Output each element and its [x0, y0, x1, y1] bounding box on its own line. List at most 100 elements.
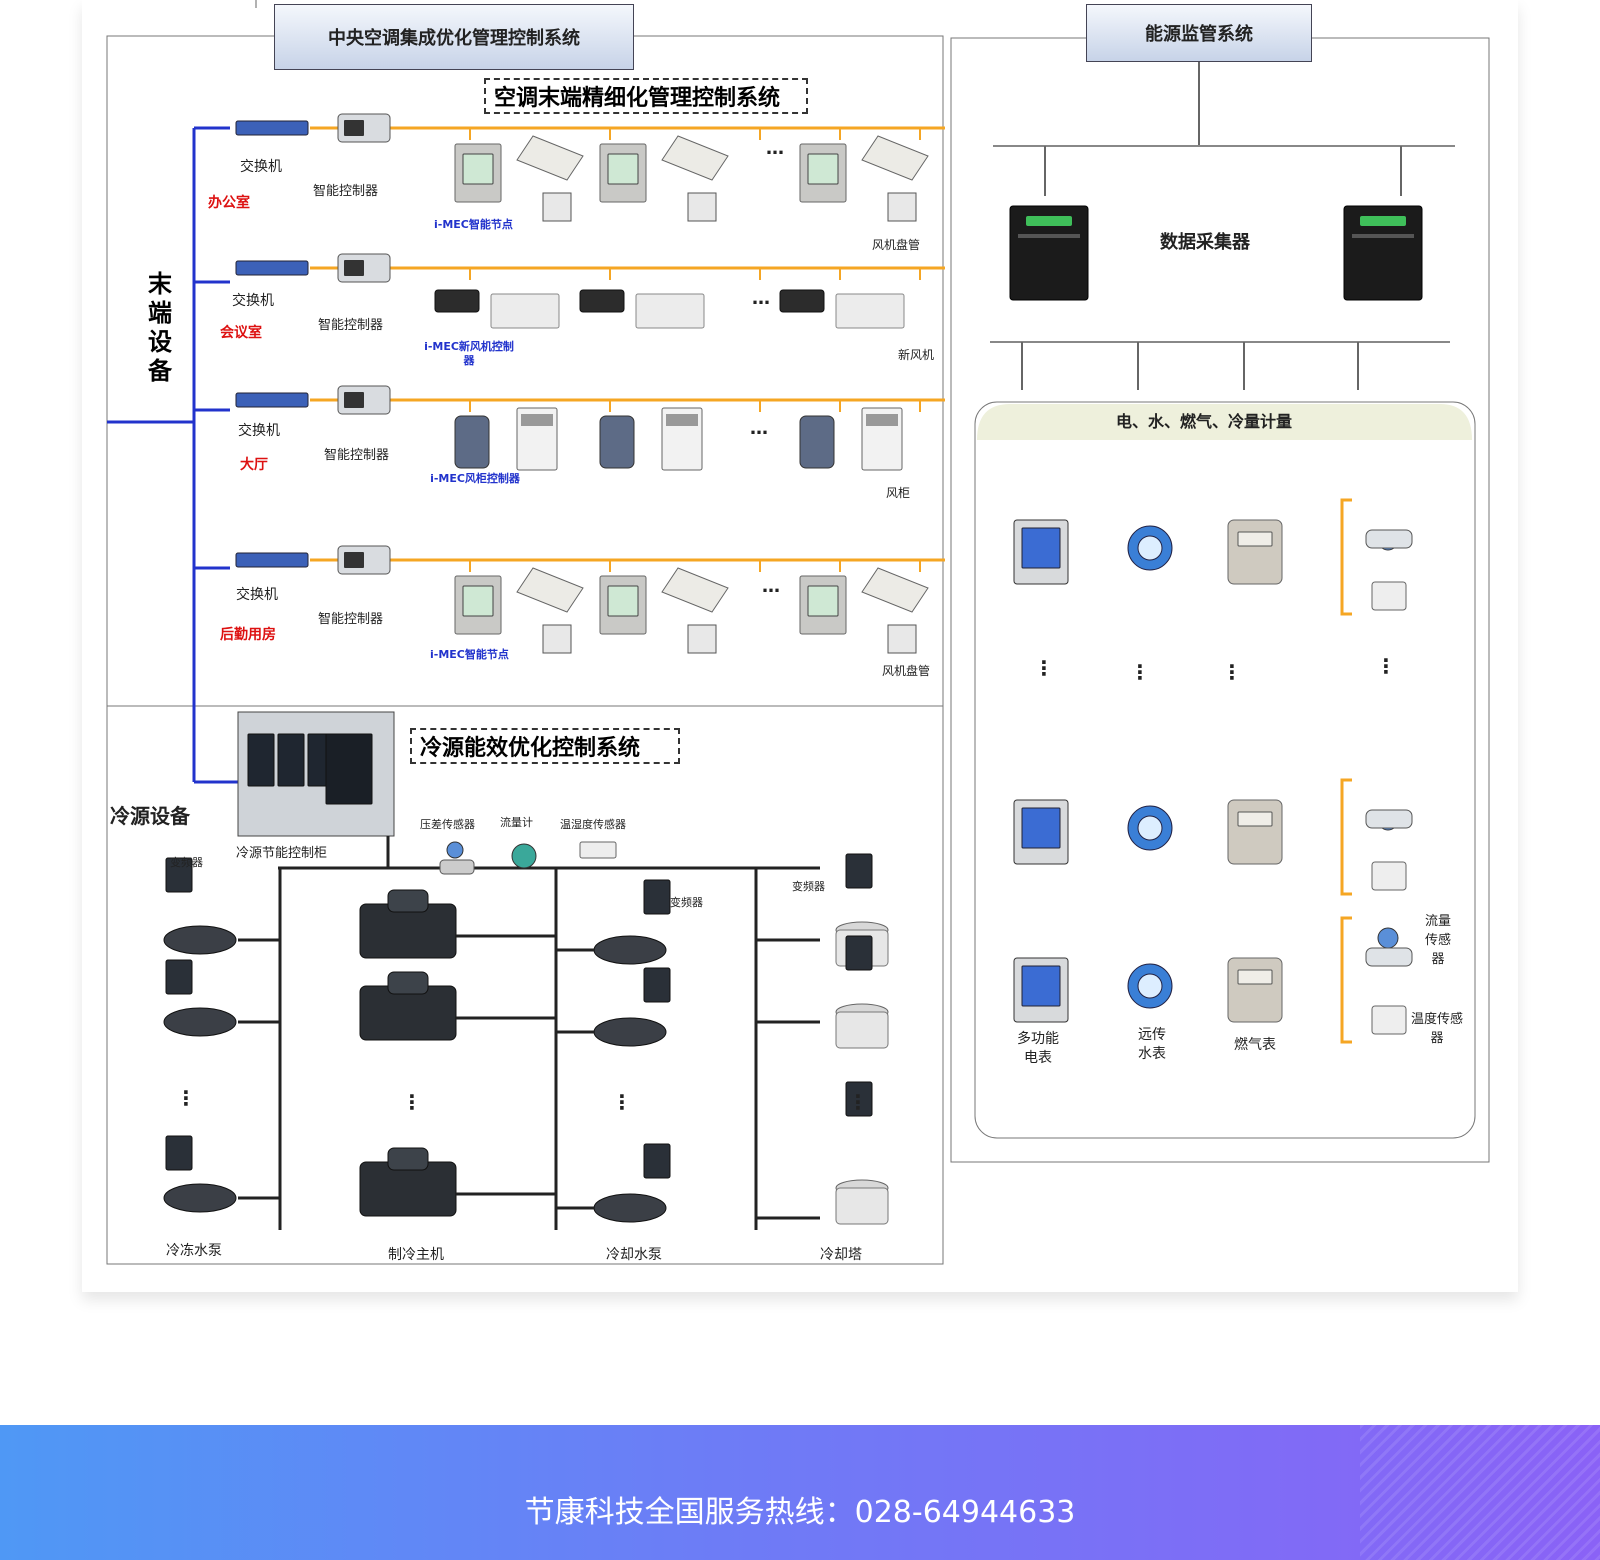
vdots: ⋮: [1130, 660, 1150, 684]
vfd-label: 变频器: [670, 896, 703, 909]
fan-coil-icon: [661, 135, 729, 181]
gas-meter-icon: [1227, 957, 1283, 1023]
gas-meter-window-icon: [1237, 969, 1273, 985]
hvac-system-header: 中央空调集成优化管理控制系统: [274, 4, 634, 70]
thermostat-screen-icon: [807, 585, 839, 617]
cold-source-system-label: 冷源能效优化控制系统: [410, 728, 680, 764]
ellipsis: …: [750, 418, 768, 439]
thermostat-screen-icon: [607, 585, 639, 617]
data-collector-detail-icon: [1018, 234, 1080, 238]
data-collector-display-icon: [1026, 216, 1072, 226]
data-collector-display-icon: [1360, 216, 1406, 226]
cold-equipment-label: 冷源设备: [110, 804, 190, 828]
room-label: 办公室: [208, 195, 250, 211]
room-label: 后勤用房: [220, 627, 276, 643]
vdots: ⋮: [1034, 656, 1054, 680]
terminal-system-label: 空调末端精细化管理控制系统: [484, 78, 808, 114]
vdots: ⋮: [848, 1090, 868, 1114]
fresh-air-unit-icon: [835, 293, 905, 329]
switch-icon: [235, 260, 309, 276]
controller-icon: [344, 552, 364, 568]
pressure-sensor-icon: [446, 841, 464, 859]
flow-sensor-body-icon: [1365, 529, 1413, 549]
vdots: ⋮: [1376, 654, 1396, 678]
chilled-pump-icon: [163, 1183, 237, 1213]
cooling-tower-icon: [835, 1187, 889, 1225]
end-device-label: 新风机: [898, 348, 935, 362]
cabinet-controller-icon: [799, 415, 835, 469]
controller-icon: [344, 260, 364, 276]
controller-panel-icon: [579, 289, 625, 313]
air-cabinet-grille-icon: [521, 414, 553, 426]
fan-coil-icon: [516, 567, 584, 613]
footer-pattern: [1360, 1425, 1600, 1560]
water-meter-dial-icon: [1137, 973, 1163, 999]
controller-panel-icon: [779, 289, 825, 313]
fresh-air-unit-icon: [490, 293, 560, 329]
data-collector-icon: [1009, 205, 1089, 301]
metering-title-bar: [977, 404, 1472, 440]
data-collector-detail-icon: [1352, 234, 1414, 238]
vent-icon: [887, 624, 917, 654]
pressure-sensor-body-icon: [439, 859, 475, 875]
vdots: ⋮: [1222, 660, 1242, 684]
cabinet-door-icon: [277, 733, 305, 787]
vdots: ⋮: [176, 1086, 196, 1110]
water-meter-dial-icon: [1137, 535, 1163, 561]
vent-icon: [542, 192, 572, 222]
temp-sensor-icon: [1371, 861, 1407, 891]
cooling-pump-icon: [593, 935, 667, 965]
data-collector-icon: [1343, 205, 1423, 301]
temp-sensor-label: 温湿度传感器: [560, 818, 626, 831]
ellipsis: …: [762, 576, 780, 597]
thermostat-screen-icon: [462, 153, 494, 185]
switch-icon: [235, 120, 309, 136]
switch-label: 交换机: [240, 159, 282, 175]
switch-label: 交换机: [232, 293, 274, 309]
cold-source-frame: [106, 705, 944, 1265]
gas-meter-window-icon: [1237, 531, 1273, 547]
vfd-icon: [845, 935, 873, 971]
sensor-bracket-line: [1340, 778, 1352, 896]
vent-icon: [887, 192, 917, 222]
vfd-label: 变频器: [170, 856, 203, 869]
vfd-icon: [643, 1143, 671, 1179]
water-meter-dial-icon: [1137, 815, 1163, 841]
controller-icon: [344, 392, 364, 408]
fan-coil-icon: [661, 567, 729, 613]
footer-banner: 节康科技全国服务热线：028-64944633: [0, 1425, 1600, 1560]
cooling-tower-label: 冷却塔: [820, 1247, 862, 1263]
air-cabinet-grille-icon: [866, 414, 898, 426]
electric-meter-screen-icon: [1021, 807, 1061, 849]
node-label: i-MEC智能节点: [434, 218, 513, 231]
chiller-compressor-icon: [387, 1147, 429, 1171]
flow-sensor-body-icon: [1365, 809, 1413, 829]
vent-icon: [687, 192, 717, 222]
vdots: ⋮: [612, 1090, 632, 1114]
cabinet-controller-icon: [599, 415, 635, 469]
vent-icon: [542, 624, 572, 654]
system-diagram: [106, 0, 1490, 1265]
vfd-icon: [845, 1081, 873, 1117]
ellipsis: …: [766, 138, 784, 159]
terminal-devices-label: 末端设备: [148, 270, 172, 385]
chiller-label: 制冷主机: [388, 1247, 444, 1263]
vdots: ⋮: [402, 1090, 422, 1114]
metering-title: 电、水、燃气、冷量计量: [1116, 412, 1293, 431]
controller-label: 智能控制器: [318, 318, 384, 333]
chiller-compressor-icon: [387, 971, 429, 995]
temp-sensor-icon: [1371, 581, 1407, 611]
controller-label: 智能控制器: [313, 184, 379, 199]
switch-label: 交换机: [238, 423, 280, 439]
node-label: i-MEC新风机控制器: [424, 340, 514, 367]
flow-sensor-body-icon: [1365, 947, 1413, 967]
switch-icon: [235, 392, 309, 408]
cooling-pump-icon: [593, 1017, 667, 1047]
hvac-system-title: 中央空调集成优化管理控制系统: [328, 28, 580, 49]
fan-coil-icon: [861, 567, 929, 613]
sensor-bracket-line: [1340, 498, 1352, 616]
thermostat-screen-icon: [462, 585, 494, 617]
energy-system-header: 能源监管系统: [1086, 4, 1312, 62]
chiller-compressor-icon: [387, 889, 429, 913]
service-hotline[interactable]: 节康科技全国服务热线：028-64944633: [524, 1495, 1076, 1530]
